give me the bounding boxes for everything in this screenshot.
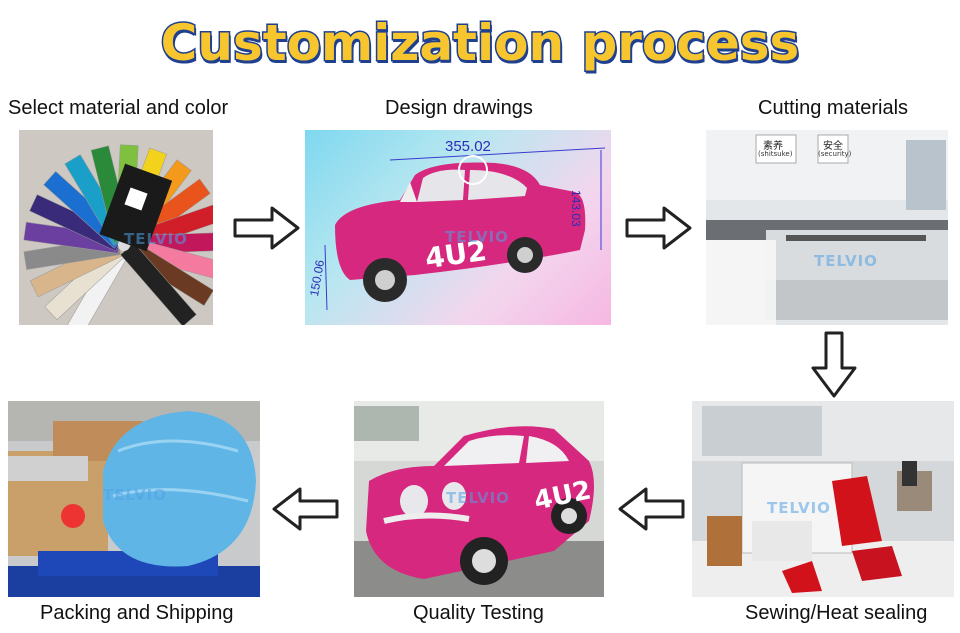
arrow-right-icon: [233, 206, 300, 250]
arrow-left-icon: [618, 487, 685, 531]
step-label-quality-testing: Quality Testing: [413, 602, 544, 624]
step-label-sewing: Sewing/Heat sealing: [745, 602, 928, 624]
watermark: TELVIO: [446, 489, 510, 507]
step-label-design-drawings: Design drawings: [385, 97, 533, 119]
sewing-heat-sealing-photo: TELVIO: [692, 401, 954, 597]
sign-shitsuke: 素养: [763, 141, 783, 152]
material-color-swatch-photo: TELVIO: [19, 130, 213, 325]
step-label-select-material: Select material and color: [8, 97, 229, 119]
packing-shipping-photo: TELVIO: [8, 401, 260, 597]
arrow-left-icon: [272, 487, 339, 531]
dimension-right: 143.03: [569, 190, 583, 227]
dimension-top: 355.02: [445, 138, 491, 155]
watermark: TELVIO: [814, 252, 878, 270]
watermark: TELVIO: [103, 486, 167, 504]
arrow-right-icon: [625, 206, 692, 250]
watermark: TELVIO: [124, 230, 188, 248]
watermark: TELVIO: [445, 228, 509, 246]
watermark: TELVIO: [767, 499, 831, 517]
step-label-packing-shipping: Packing and Shipping: [40, 602, 234, 624]
sign-shitsuke-sub: (shitsuke): [758, 150, 793, 158]
sign-security: 安全: [823, 141, 843, 152]
arrow-down-icon: [811, 331, 857, 398]
quality-testing-photo: 4U2 TELVIO: [354, 401, 604, 597]
page-title: Customization process: [159, 13, 801, 74]
cutting-materials-photo: 素养 (shitsuke) 安全 (security) TELVIO: [706, 130, 948, 325]
sign-security-sub: (security): [818, 150, 852, 158]
design-drawing-photo: 355.02 143.03 150.06 4U2 TELVIO: [305, 130, 611, 325]
step-label-cutting-materials: Cutting materials: [758, 97, 909, 119]
